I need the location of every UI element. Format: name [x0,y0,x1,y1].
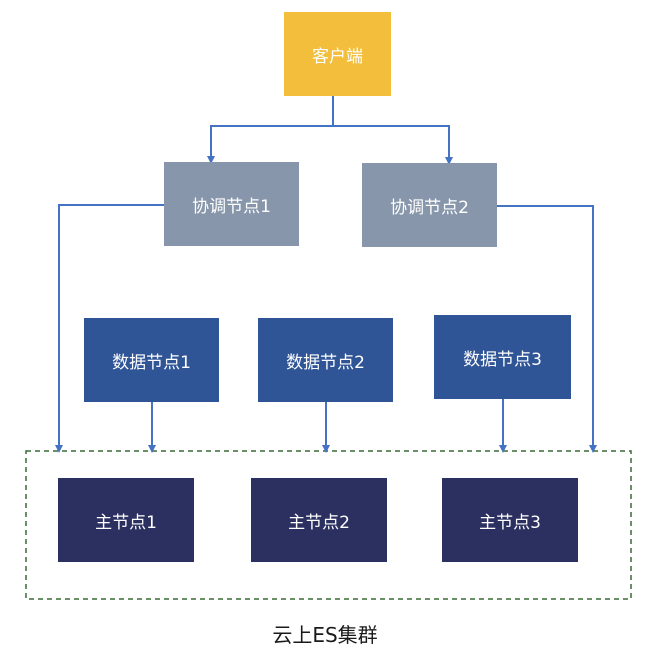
cluster-boundary [25,450,632,600]
connector-coord-2-to-cluster [497,205,597,453]
master-node-1: 主节点1 [58,478,194,562]
connector-coord-1-to-cluster [55,204,164,453]
data-node-2: 数据节点2 [258,318,393,402]
data-node-3: 数据节点3 [434,315,571,399]
connector-client-to-coord-1 [207,125,333,164]
coordinating-node-1: 协调节点1 [164,162,299,246]
master-node-2: 主节点2 [251,478,387,562]
data-node-1: 数据节点1 [84,318,219,402]
cluster-label: 云上ES集群 [272,623,378,647]
master-node-3: 主节点3 [442,478,578,562]
coordinating-node-2: 协调节点2 [362,163,497,247]
connector-client-to-coord-2 [333,125,453,165]
client-node: 客户端 [284,12,391,96]
